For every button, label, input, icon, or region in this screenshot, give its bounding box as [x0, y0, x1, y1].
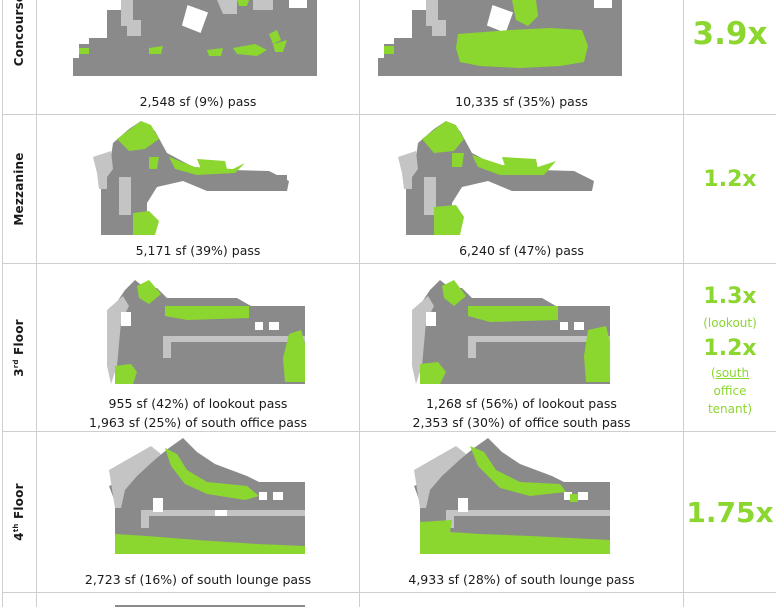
grid-line: [683, 0, 684, 607]
grid-line: [2, 0, 3, 607]
caption-proposed-south-office: 2,353 sf (30%) of office south pass: [412, 415, 631, 430]
floor-plan-3rd-floor-existing: [107, 280, 305, 384]
cell-proposed-4th-floor: 4,933 sf (28%) of south lounge pass: [360, 432, 683, 592]
multiplier-value: 1.2x: [703, 167, 757, 192]
floor-label: 4th Floor: [12, 483, 26, 541]
grid-line: [2, 592, 776, 593]
multiplier-note-lookout: (lookout): [703, 316, 757, 330]
caption-proposed-lookout: 1,268 sf (56%) of lookout pass: [426, 396, 617, 411]
table-row-3rd-floor: 3rd Floor 955 sf (42%) of lookout pass 1…: [0, 264, 776, 431]
caption-proposed: 6,240 sf (47%) pass: [459, 243, 584, 258]
grid-line: [2, 431, 776, 432]
floor-plan-next-row-partial: [115, 605, 305, 607]
cell-multiplier: 1.75x: [684, 432, 776, 592]
grid-line: [36, 0, 37, 607]
grid-line: [2, 263, 776, 264]
cell-existing-4th-floor: 2,723 sf (16%) of south lounge pass: [37, 432, 359, 592]
floor-plan-mezzanine-proposed: [398, 121, 594, 235]
row-label-cell: Concourse: [2, 0, 36, 114]
table-row-concourse: Concourse 2,548 sf (9%) pass 10,33: [0, 0, 776, 114]
cell-existing-3rd-floor: 955 sf (42%) of lookout pass 1,963 sf (2…: [37, 264, 359, 431]
caption-existing: 2,723 sf (16%) of south lounge pass: [84, 572, 312, 587]
cell-existing-mezzanine: 5,171 sf (39%) pass: [37, 115, 359, 263]
multiplier-value: 3.9x: [692, 16, 768, 52]
floor-plan-4th-floor-existing: [109, 438, 305, 554]
floor-plan-3rd-floor-proposed: [412, 280, 610, 384]
multiplier-value: 1.75x: [686, 496, 774, 529]
multiplier-lookout: 1.3x: [703, 284, 757, 309]
table-row-4th-floor: 4th Floor 2,723 sf (16%) of south lounge…: [0, 432, 776, 592]
caption-proposed: 4,933 sf (28%) of south lounge pass: [408, 572, 635, 587]
cell-multiplier: 1.2x: [684, 115, 776, 263]
row-label-cell: 3rd Floor: [2, 264, 36, 431]
table-row-mezzanine: Mezzanine 5,171 sf (39%) pass 6,240 sf (…: [0, 115, 776, 263]
cell-proposed-3rd-floor: 1,268 sf (56%) of lookout pass 2,353 sf …: [360, 264, 683, 431]
multiplier-south-office: 1.2x: [703, 336, 757, 361]
cell-multiplier: 3.9x: [684, 0, 776, 114]
floor-label: Concourse: [12, 0, 26, 67]
cell-existing-concourse: 2,548 sf (9%) pass: [37, 0, 359, 114]
grid-line: [359, 0, 360, 607]
row-label-cell: 4th Floor: [2, 432, 36, 592]
cell-proposed-concourse: 10,335 sf (35%) pass: [360, 0, 683, 114]
floor-label: 3rd Floor: [12, 318, 26, 377]
caption-existing: 5,171 sf (39%) pass: [135, 243, 261, 258]
row-label-cell: Mezzanine: [2, 115, 36, 263]
floor-plan-4th-floor-proposed: [414, 438, 610, 554]
cell-proposed-mezzanine: 6,240 sf (47%) pass: [360, 115, 683, 263]
floor-plan-mezzanine-existing: [93, 121, 289, 235]
caption-existing-south-office: 1,963 sf (25%) of south office pass: [89, 415, 307, 430]
caption-existing-lookout: 955 sf (42%) of lookout pass: [108, 396, 288, 411]
caption-proposed: 10,335 sf (35%) pass: [455, 94, 588, 109]
floor-label: Mezzanine: [12, 152, 26, 226]
floor-plan-concourse-proposed: [378, 0, 622, 76]
caption-existing: 2,548 sf (9%) pass: [139, 94, 257, 109]
floor-plan-concourse-existing: [73, 0, 317, 76]
grid-line: [2, 114, 776, 115]
